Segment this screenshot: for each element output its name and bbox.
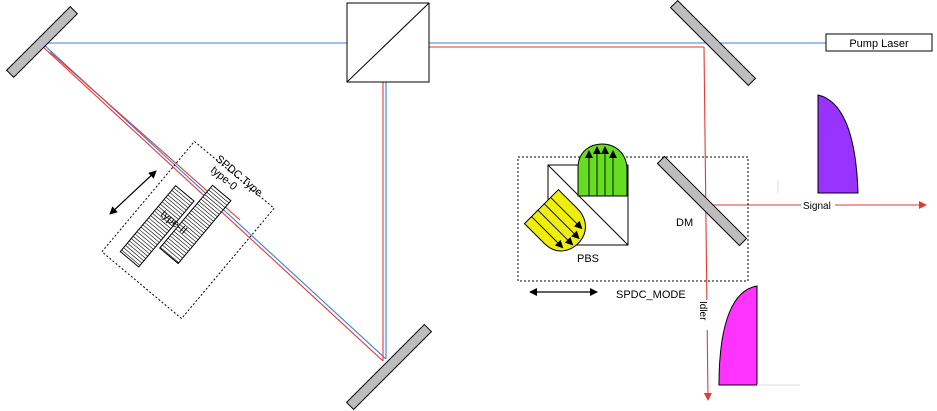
signal-pulse [777,94,859,194]
idler-label-bg [697,300,709,330]
spdc-mode-frame [517,156,749,282]
crystal-type-0 [159,184,232,265]
pbs-label: PBS [577,253,599,265]
crystal-translation-arrow [109,170,157,215]
mirror-bottom [345,323,433,411]
signal-label: Signal [803,201,831,212]
idler-pulse [718,285,800,386]
green-mode-lobe [577,143,628,197]
idler-label: Idler [697,301,708,321]
crystal-type-ii [119,184,195,268]
pump-laser-label: Pump Laser [849,38,909,50]
mirror-top-right [669,0,757,87]
dichroic-mirror [656,155,748,247]
mirror-top-left [5,5,79,79]
spdc-mode-label: SPDC_MODE [616,289,686,301]
signal-label-bg [801,199,835,211]
beam-splitter-cube [346,2,430,83]
yellow-mode-lobe [523,188,586,252]
dm-label: DM [676,217,693,229]
spdc-crystal-selector [101,140,275,320]
pump-laser: Pump Laser [825,33,933,52]
